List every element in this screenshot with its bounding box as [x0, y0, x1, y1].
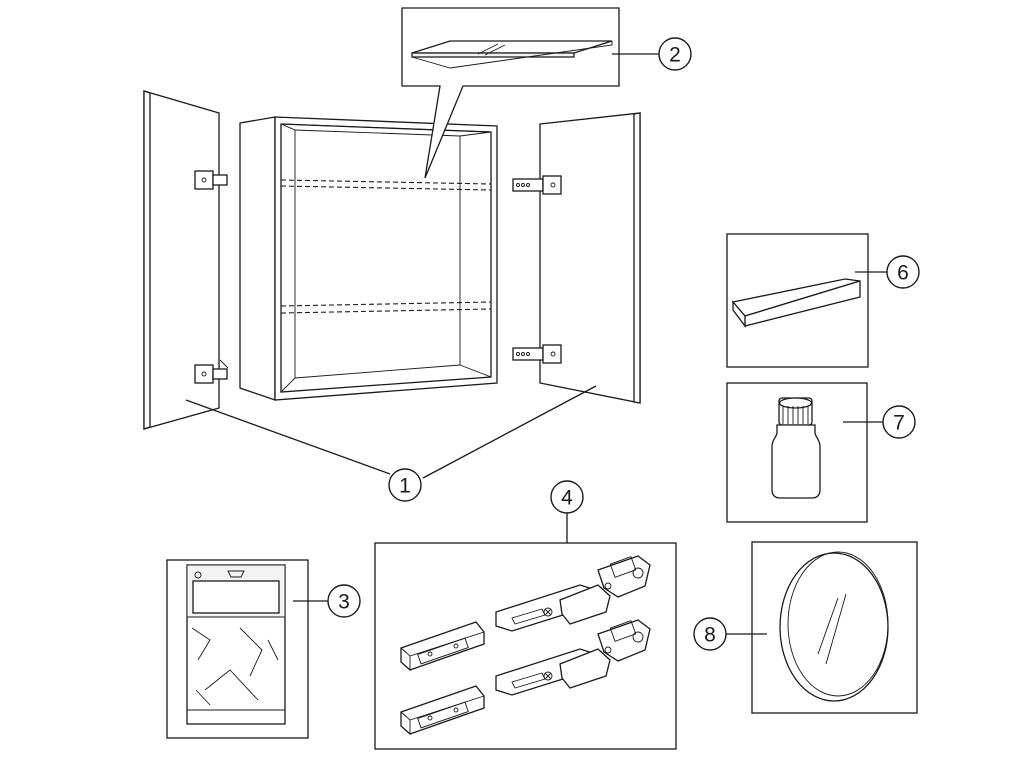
item-7-box — [726, 382, 868, 523]
right-door-hinge-bottom — [512, 344, 562, 364]
right-door-hinge-top — [512, 175, 562, 195]
item-3-box — [166, 559, 309, 739]
item-8-box — [751, 541, 918, 714]
callout-8-label: 8 — [704, 624, 716, 647]
callout-3: 3 — [327, 584, 361, 618]
hinge-arm-top — [495, 555, 651, 632]
cabinet-shelf-slot-upper — [280, 179, 492, 191]
left-door-hinge-bottom — [194, 359, 229, 384]
callout-1: 1 — [388, 468, 422, 502]
callout-7-label: 7 — [893, 412, 905, 435]
shelf-detail-box — [401, 7, 620, 179]
callout-8: 8 — [693, 617, 727, 651]
left-door-hinge-top — [194, 170, 228, 190]
callout-4-label: 4 — [561, 487, 573, 510]
leader-lines — [185, 53, 887, 635]
hinge-arm-bottom — [495, 619, 651, 696]
callout-7: 7 — [882, 405, 916, 439]
callout-2: 2 — [658, 37, 692, 71]
right-door — [539, 112, 641, 404]
cabinet-body — [239, 116, 498, 401]
callout-2-label: 2 — [669, 44, 681, 67]
mounting-plate-top — [400, 621, 485, 671]
callout-1-label: 1 — [399, 475, 411, 498]
mounting-plate-bottom — [400, 685, 485, 735]
callout-3-label: 3 — [338, 591, 350, 614]
cabinet-shelf-slot-lower — [280, 301, 492, 314]
callout-4: 4 — [550, 480, 584, 514]
callout-6-label: 6 — [897, 262, 909, 285]
item-6-box — [726, 233, 869, 368]
callout-6: 6 — [886, 255, 920, 289]
